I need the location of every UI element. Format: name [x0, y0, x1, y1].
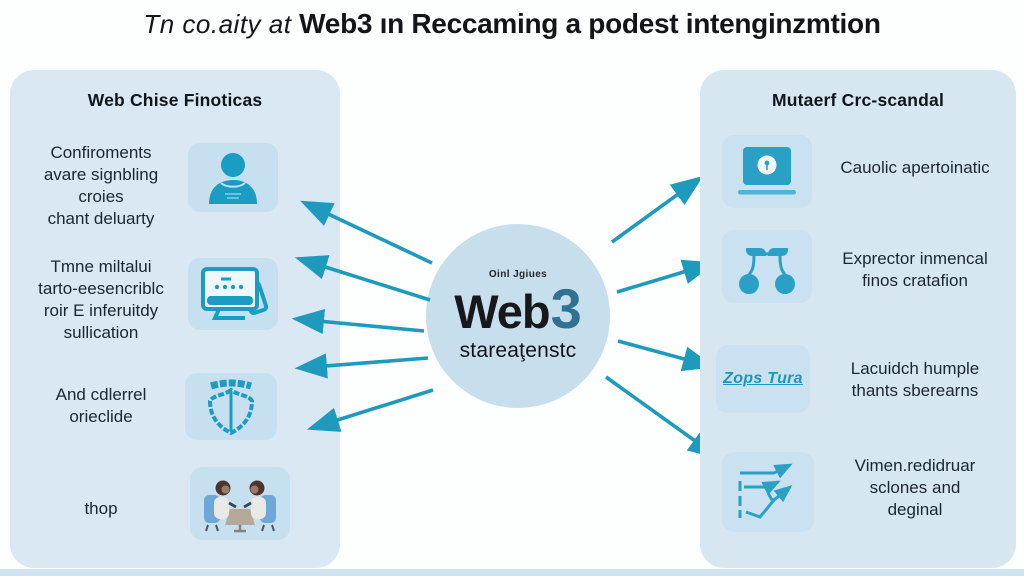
- right-item-2-tile: [722, 230, 812, 303]
- arrow-right-1: [610, 175, 704, 244]
- center-brand: Web 3: [454, 281, 582, 337]
- center-top-label: Oinl Jgiues: [488, 269, 548, 280]
- center-node-web3: Oinl Jgiues Web 3 stareaţenstc: [426, 224, 610, 408]
- right-panel-heading: Mutaerf Crc-scandal: [771, 90, 945, 110]
- right-item-3-tile: Zops Tura: [716, 345, 810, 413]
- left-item-3-text: And cdlerrel orieclide: [55, 385, 147, 426]
- left-item-3-tile: [185, 373, 277, 440]
- zops-tura-logo: Zops Tura: [723, 370, 803, 387]
- left-item-2-tile: [188, 258, 278, 330]
- right-panel: Mutaerf Crc-scandal Cauolic apertoinatic…: [700, 70, 1016, 568]
- person-icon: [209, 152, 257, 204]
- center-subtitle: stareaţenstc: [459, 339, 577, 362]
- brand-number: 3: [550, 277, 582, 340]
- monitor-icon: [201, 267, 269, 320]
- right-item-4-tile: [722, 452, 814, 532]
- left-item-2-text: Tmne miltalui tarto-eesencriblc roir E i…: [38, 257, 164, 342]
- left-item-4-tile: [190, 467, 290, 540]
- network-icon: [739, 247, 795, 294]
- shield-icon: [207, 379, 255, 435]
- meeting-icon: [204, 480, 276, 532]
- arrow-right-2: [616, 259, 716, 294]
- left-item-1-tile: [188, 143, 278, 212]
- bottom-strip: [0, 569, 1024, 576]
- arrow-right-3: [617, 339, 716, 372]
- right-item-3-text: Lacuidch humple thants sberearns: [850, 359, 980, 400]
- right-item-2-text: Exprector inmencal finos cratafion: [842, 249, 988, 290]
- title-prefix: Tn co.aity at: [143, 9, 300, 39]
- page-title: Tn co.aity at Web3 ın Reccaming a podest…: [0, 8, 1024, 40]
- chart-icon: [738, 463, 793, 519]
- right-item-1-text: Cauolic apertoinatic: [840, 158, 990, 177]
- laptop-icon: [738, 146, 796, 194]
- right-item-4-text: Vimen.redidruar sclones and deginal: [854, 456, 976, 519]
- brand-word: Web: [454, 285, 550, 338]
- left-panel: Web Chise Finoticas Confiroments avare s…: [10, 70, 340, 568]
- left-item-1-text: Confiroments avare signbling croies chan…: [43, 143, 159, 228]
- right-item-1-tile: [722, 135, 812, 208]
- left-item-4-text: thop: [84, 499, 118, 518]
- title-emphasis: Web3 ın Reccaming a podest intenginzmtio…: [299, 8, 881, 39]
- left-panel-heading: Web Chise Finoticas: [87, 90, 263, 110]
